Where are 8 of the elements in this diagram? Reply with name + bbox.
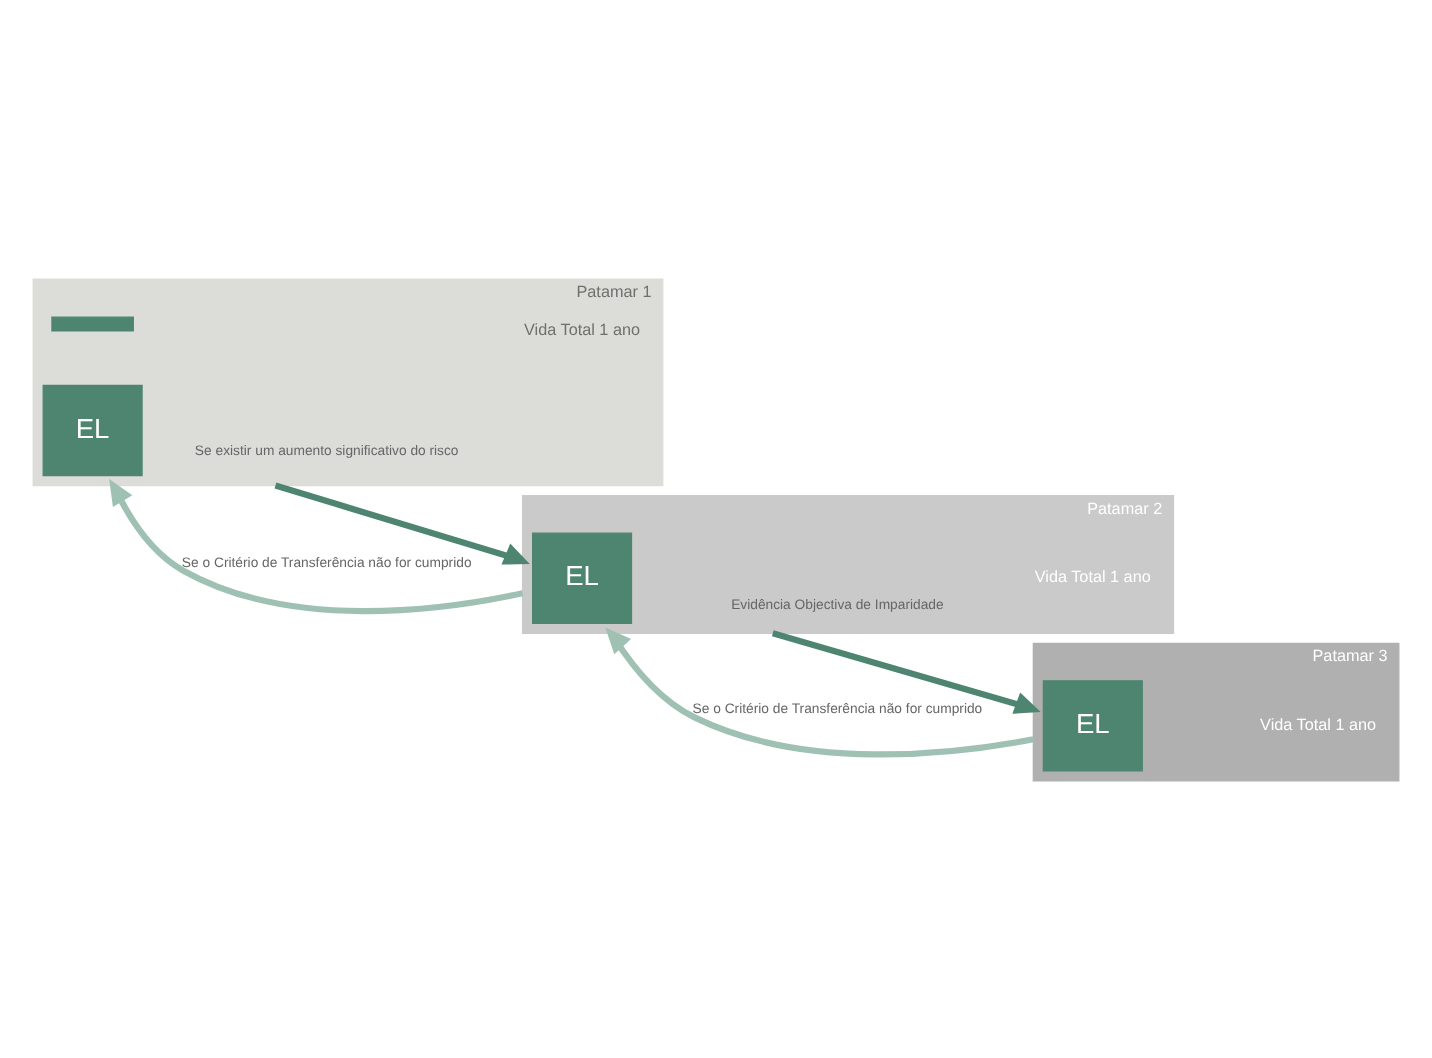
arrow xyxy=(771,629,1041,713)
node-bar xyxy=(51,315,134,331)
arrow xyxy=(605,626,1034,757)
node-box: EL xyxy=(532,531,633,623)
node-box: EL xyxy=(42,383,143,476)
node-box: EL xyxy=(1042,679,1143,771)
arrow xyxy=(274,481,530,564)
arrow xyxy=(109,477,524,614)
